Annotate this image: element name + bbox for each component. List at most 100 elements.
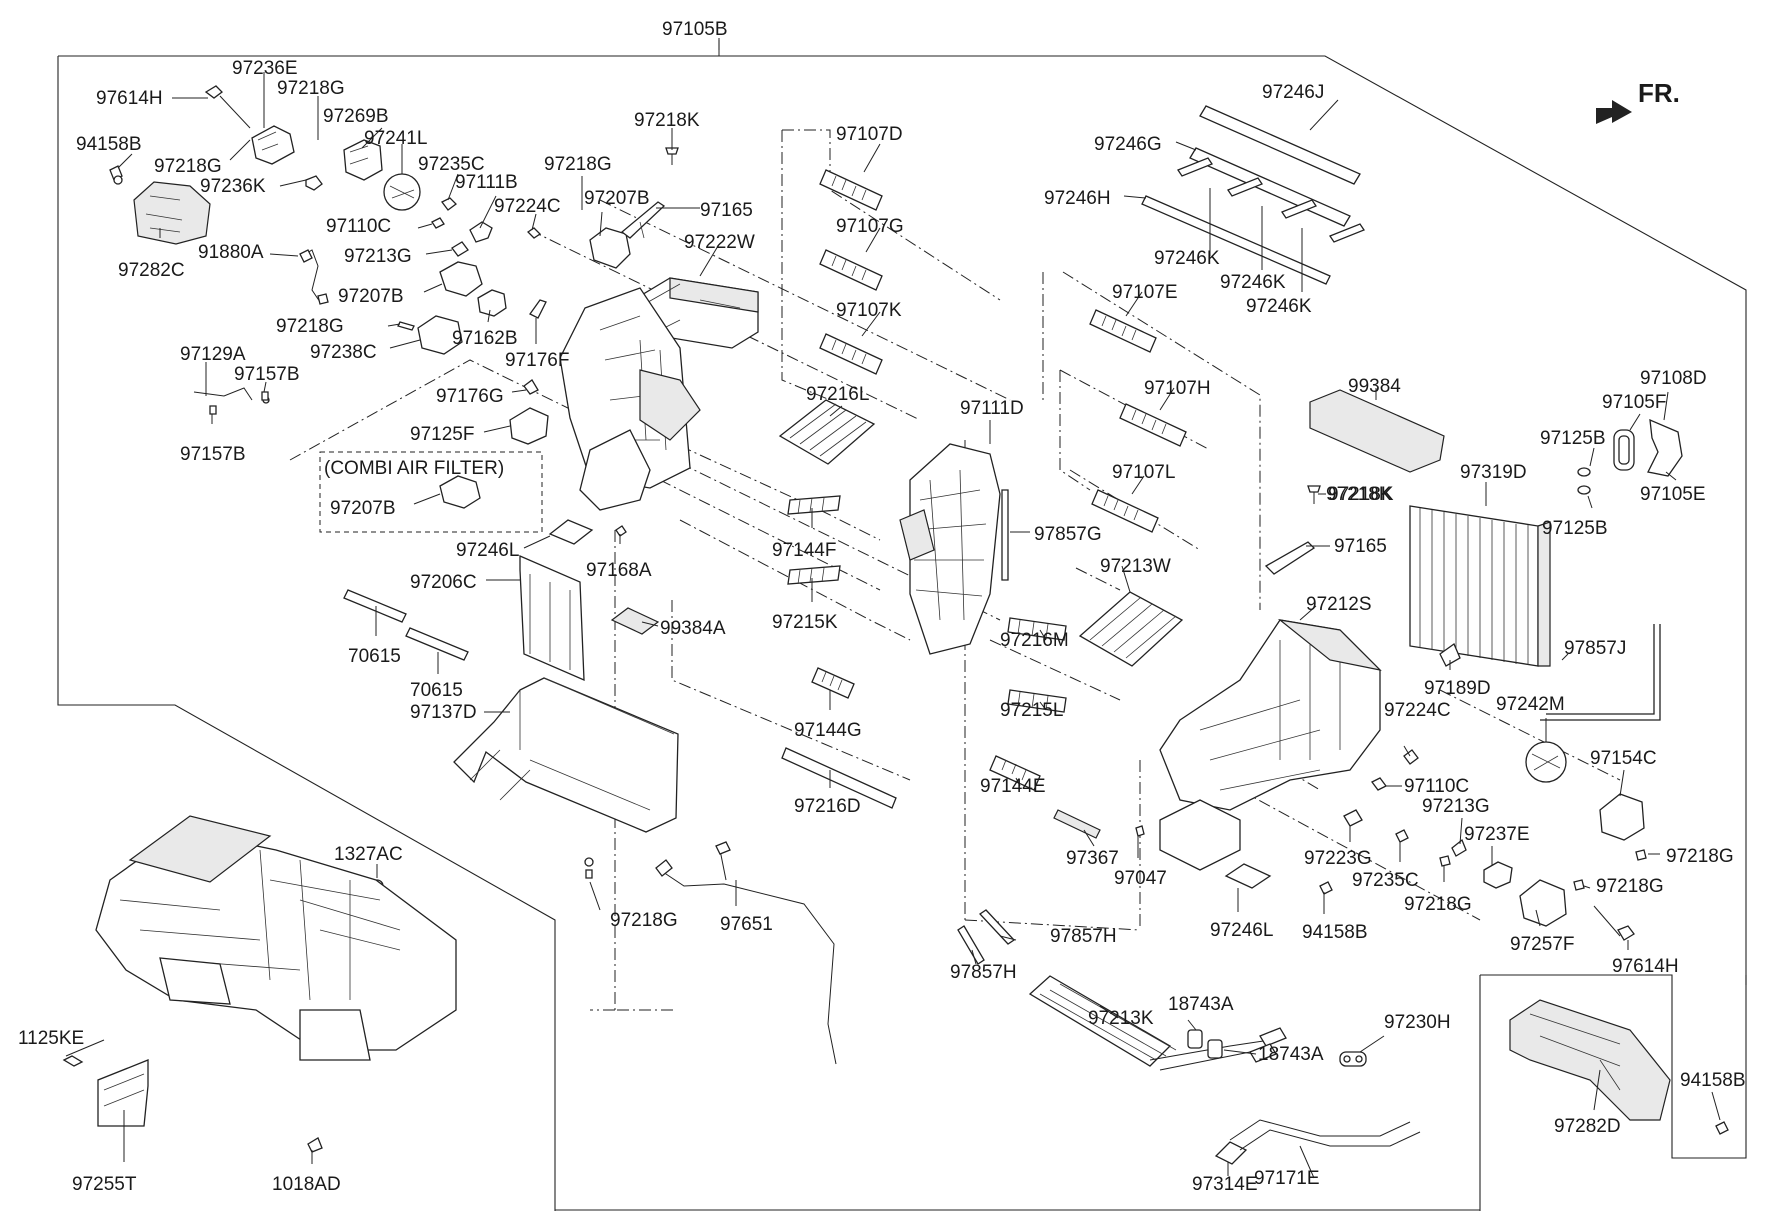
part-number-label: 97107E	[1112, 282, 1178, 303]
part-number-label: 97218K	[1328, 484, 1394, 505]
part-number-label: 97107G	[836, 216, 904, 237]
part-number-label: 97206C	[410, 572, 477, 593]
case-97137d	[453, 677, 679, 833]
lower-housing-right-97212s	[1159, 619, 1382, 871]
lever-97110c-left	[431, 217, 445, 229]
part-number-label: 97269B	[323, 106, 389, 127]
part-number-label: 97222W	[684, 232, 755, 253]
part-number-label: 94158B	[1680, 1070, 1746, 1091]
part-number-label: 97107H	[1144, 378, 1211, 399]
link-97242m	[1525, 741, 1567, 783]
actuator-97162b	[477, 289, 507, 317]
clamp-97314e	[1214, 1141, 1248, 1165]
door-97107l	[1091, 489, 1159, 533]
part-number-label: 97107K	[836, 300, 902, 321]
part-number-label: 97218G	[544, 154, 612, 175]
part-number-label: 97213G	[344, 246, 412, 267]
part-number-label: 97125B	[1540, 428, 1606, 449]
part-number-label: 70615	[348, 646, 401, 667]
cap-97108d	[1647, 418, 1683, 477]
clip-97047	[1135, 825, 1145, 837]
door-97107d	[819, 169, 883, 211]
part-number-label: 97257F	[1510, 934, 1574, 955]
lever-97213g-left	[451, 241, 469, 257]
part-number-label: 97125B	[1542, 518, 1608, 539]
seal-99384a	[610, 607, 660, 635]
part-number-label: 94158B	[1302, 922, 1368, 943]
actuator-97125f	[509, 407, 549, 445]
part-number-label: 99384A	[660, 618, 726, 639]
part-number-label: 97213G	[1422, 796, 1490, 817]
clip-97157b-top	[261, 391, 269, 401]
part-number-label: 97207B	[338, 286, 404, 307]
part-number-label: 97282D	[1554, 1116, 1621, 1137]
link-97111b	[469, 221, 493, 243]
part-number-label: 97047	[1114, 868, 1167, 889]
part-number-label: 97224C	[494, 196, 561, 217]
screw-97218g-right-a	[1439, 855, 1451, 867]
part-number-label: 18743A	[1168, 994, 1234, 1015]
part-number-label: 97218K	[634, 110, 700, 131]
strip-70615-b	[405, 627, 469, 661]
strip-97857h-a	[979, 909, 1015, 945]
bolt-1018ad	[307, 1137, 323, 1153]
actuator-97236e	[251, 125, 295, 165]
part-number-label: 97212S	[1306, 594, 1372, 615]
screw-97218g-lower	[584, 857, 594, 879]
part-number-label: 97218G	[1596, 876, 1664, 897]
gasket-97105f	[1613, 429, 1635, 471]
part-number-label: 97176F	[505, 350, 569, 371]
screw-94158b-mid	[1319, 881, 1333, 895]
ring-97125b-b	[1577, 485, 1591, 495]
part-number-label: 97282C	[118, 260, 185, 281]
part-number-label: 97215K	[772, 612, 838, 633]
clip-97168a	[615, 525, 627, 537]
clip-97176g	[523, 379, 539, 395]
seal-97857j	[1540, 624, 1661, 721]
part-number-label: 97255T	[72, 1174, 137, 1195]
combi-filter-note: (COMBI AIR FILTER)	[324, 458, 504, 479]
part-number-label: 70615	[410, 680, 463, 701]
part-number-label: 97216M	[1000, 630, 1069, 651]
bracket-97165-top	[620, 201, 666, 239]
part-number-label: 97207B	[330, 498, 396, 519]
part-number-label: 97857H	[1050, 926, 1117, 947]
evaporator-97319d	[1409, 505, 1551, 667]
screw-97218k-top	[665, 147, 679, 165]
screw-97218g-right-c	[1635, 849, 1647, 861]
cover-97255t	[97, 1059, 149, 1127]
part-number-label: 97107L	[1112, 462, 1175, 483]
part-number-label: 97242M	[1496, 694, 1565, 715]
bolt-1125ke	[62, 1055, 84, 1067]
part-number-label: 97236E	[232, 58, 298, 79]
part-number-label: 97246J	[1262, 82, 1324, 103]
part-number-label: 97319D	[1460, 462, 1527, 483]
center-housing-97111d	[899, 443, 1001, 655]
upper-housing-left	[559, 287, 701, 511]
door-97107g	[819, 249, 883, 291]
screw-94158b-inset	[1715, 1121, 1729, 1135]
seal-97857g	[1001, 489, 1009, 581]
part-number-label: 97218G	[276, 316, 344, 337]
part-number-label: 97246L	[1210, 920, 1273, 941]
part-number-label: 97189D	[1424, 678, 1491, 699]
part-number-label: 97230H	[1384, 1012, 1451, 1033]
part-number-label: 97216D	[794, 796, 861, 817]
part-number-label: 97110C	[326, 216, 391, 237]
bracket-97189d	[1439, 643, 1461, 667]
door-97144e	[989, 755, 1041, 791]
part-number-label: 18743A	[1258, 1044, 1324, 1065]
part-number-label: 1018AD	[272, 1174, 341, 1195]
part-number-label: 97218G	[154, 156, 222, 177]
part-number-label: 97218K	[1326, 484, 1392, 505]
part-number-label: 97216L	[806, 384, 869, 405]
part-number-label: 97235C	[1352, 870, 1419, 891]
part-number-label: 97237E	[1464, 824, 1530, 845]
cover-97206c	[519, 555, 585, 682]
filter-97213w	[1078, 591, 1184, 667]
ring-18743a	[1187, 1029, 1223, 1059]
part-number-label: 97246H	[1044, 188, 1111, 209]
part-number-label: 97246K	[1220, 272, 1286, 293]
duct-97282d	[1509, 999, 1671, 1121]
actuator-97154c	[1599, 793, 1645, 841]
